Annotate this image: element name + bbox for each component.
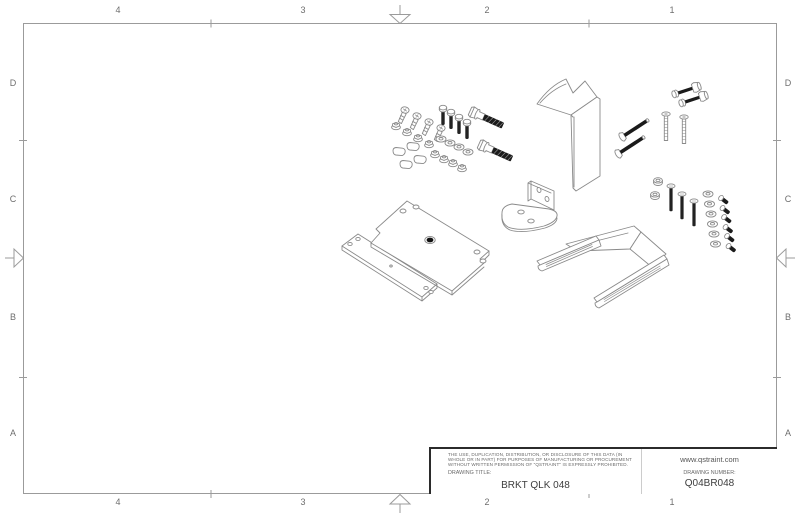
center-arrow-left — [5, 247, 25, 269]
legal-line-1: THE USE, DUPLICATION, DISTRIBUTION, OR D… — [448, 452, 623, 457]
sheet-frame — [5, 5, 795, 513]
legal-notice: THE USE, DUPLICATION, DISTRIBUTION, OR D… — [448, 452, 639, 467]
zone-label-right-c: C — [784, 194, 792, 204]
zone-label-left-b: B — [9, 312, 16, 322]
zone-label-right-d: D — [784, 78, 792, 88]
title-block: THE USE, DUPLICATION, DISTRIBUTION, OR D… — [429, 447, 777, 494]
zone-label-left-c: C — [9, 194, 17, 204]
zone-label-bottom-1: 1 — [669, 497, 675, 507]
zone-label-left-d: D — [9, 78, 17, 88]
backing-plate — [341, 233, 438, 302]
title-block-left-cell: THE USE, DUPLICATION, DISTRIBUTION, OR D… — [431, 449, 641, 494]
center-hole — [426, 237, 434, 243]
mount-plate — [370, 200, 490, 296]
center-arrow-top — [388, 5, 412, 25]
zone-label-top-2: 2 — [484, 5, 490, 15]
zone-label-left-a: A — [9, 428, 16, 438]
exploded-view — [341, 78, 738, 309]
center-arrow-bottom — [388, 493, 412, 513]
zone-label-right-b: B — [784, 312, 791, 322]
zone-label-bottom-4: 4 — [115, 497, 121, 507]
hardware-kit-left — [391, 104, 515, 173]
zone-label-bottom-3: 3 — [300, 497, 306, 507]
hardware-kit-right — [650, 177, 738, 254]
zone-label-right-a: A — [784, 428, 791, 438]
drawing-number: Q04BR048 — [684, 478, 735, 489]
drawing-title-label: DRAWING TITLE: — [448, 470, 492, 477]
drawing-number-label: DRAWING NUMBER: — [683, 470, 736, 476]
legal-line-2: WHOLE OR IN PART) FOR PURPOSES OF MANUFA… — [448, 457, 632, 463]
zone-label-top-3: 3 — [300, 5, 306, 15]
zone-label-top-4: 4 — [115, 5, 121, 15]
zone-label-top-1: 1 — [669, 5, 675, 15]
legal-line-3: WITHOUT WRITTEN PERMISSION OF "QSTRAINT"… — [448, 462, 629, 468]
upper-bracket — [536, 78, 601, 192]
zone-label-bottom-2: 2 — [484, 497, 490, 507]
angle-bracket — [501, 180, 558, 233]
lower-slotted-bracket — [536, 225, 670, 309]
website-text: www.qstraint.com — [680, 455, 739, 464]
center-arrow-right — [775, 247, 795, 269]
hardware-kit-right-top — [613, 80, 710, 160]
drawing-title: BRKT QLK 048 — [501, 480, 570, 492]
title-block-right-cell: www.qstraint.com DRAWING NUMBER: Q04BR04… — [641, 449, 777, 494]
